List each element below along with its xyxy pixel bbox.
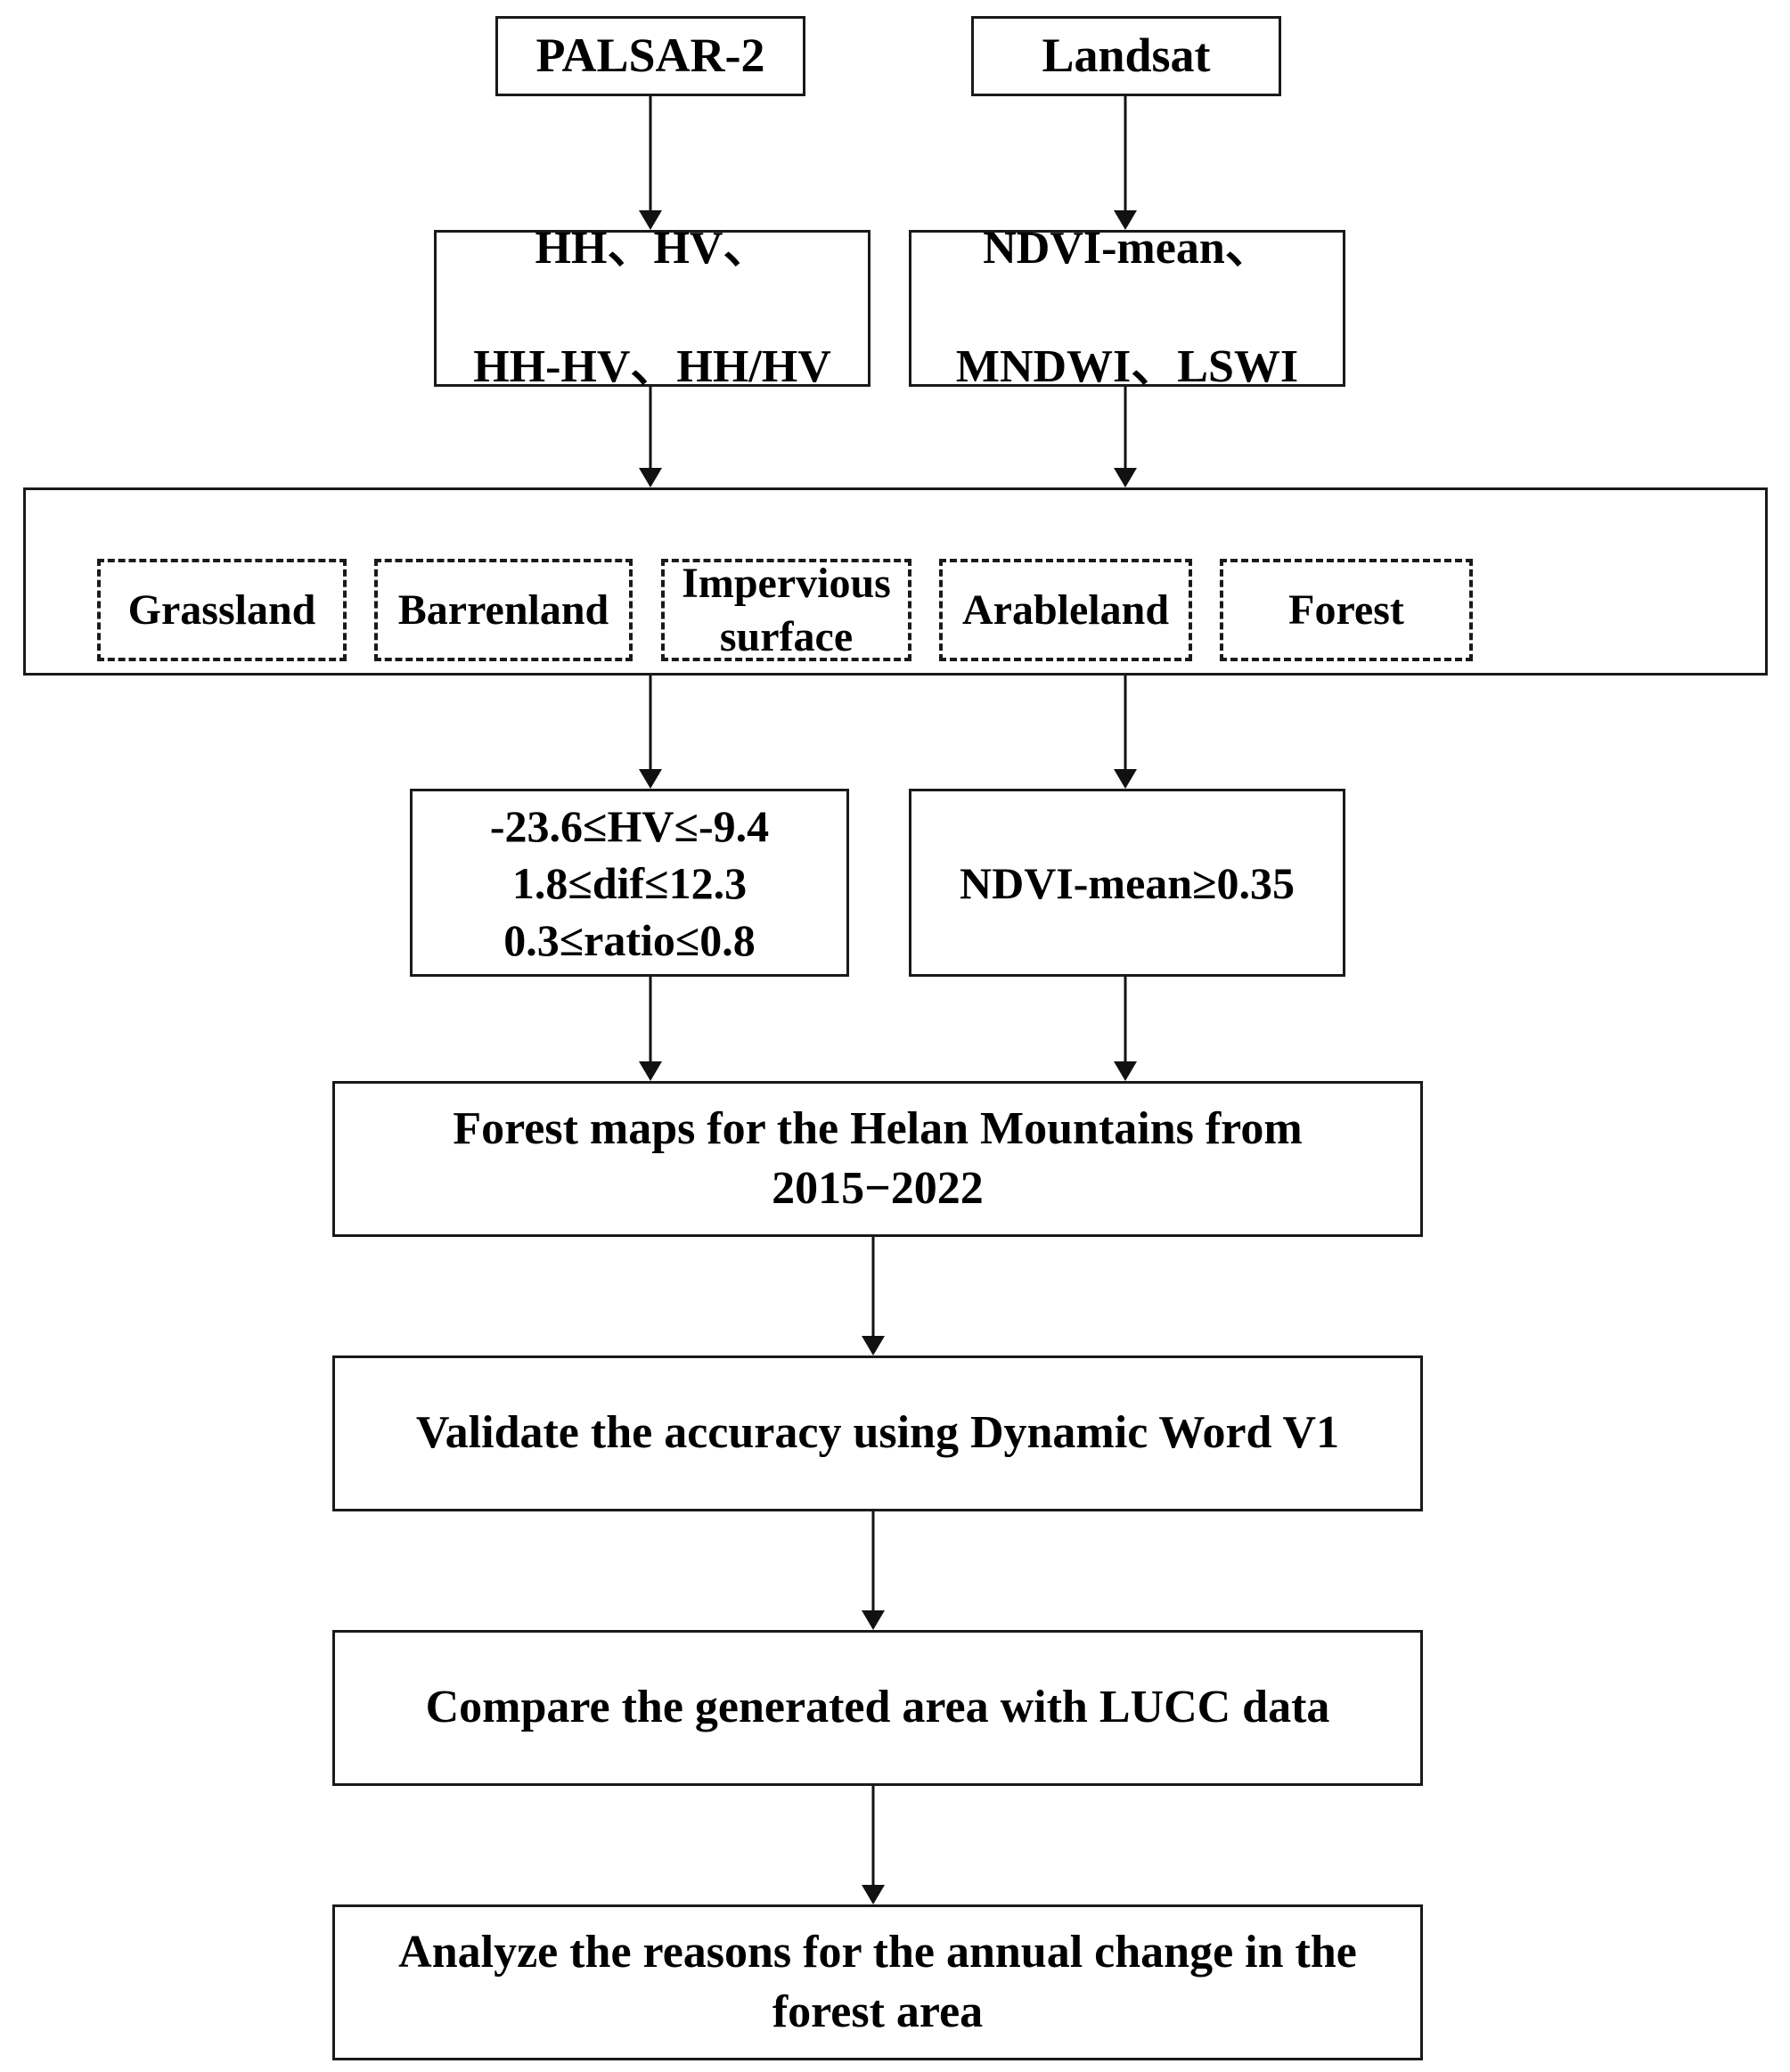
class-barrenland-label: Barrenland (397, 586, 609, 634)
optical-features-line2: MNDWI、LSWI (955, 341, 1299, 393)
land-cover-classes-container: Grassland Barrenland Impervious surface … (23, 487, 1768, 676)
sar-features-line1: HH、HV、 (535, 223, 770, 274)
class-impervious-surface[interactable]: Impervious surface (661, 559, 911, 661)
node-forest-maps[interactable]: Forest maps for the Helan Mountains from… (332, 1081, 1423, 1237)
analyze-reasons-line2: forest area (772, 1986, 984, 2037)
class-grassland[interactable]: Grassland (97, 559, 347, 661)
analyze-reasons-line1: Analyze the reasons for the annual chang… (398, 1926, 1357, 1978)
arrow-sar-threshold-to-forest-maps (638, 977, 663, 1081)
arrow-classes-to-ndvi-threshold (1113, 676, 1138, 789)
arrow-optical-features-to-classes (1113, 387, 1138, 487)
sar-threshold-line3: 0.3≤ratio≤0.8 (503, 914, 756, 965)
arrow-ndvi-threshold-to-forest-maps (1113, 977, 1138, 1081)
node-sar-threshold[interactable]: -23.6≤HV≤-9.4 1.8≤dif≤12.3 0.3≤ratio≤0.8 (410, 789, 849, 977)
class-forest-label: Forest (1288, 586, 1404, 634)
node-sar-features[interactable]: HH、HV、 HH-HV、HH/HV (434, 223, 870, 392)
node-ndvi-threshold[interactable]: NDVI-mean≥0.35 (909, 789, 1345, 977)
class-impervious-surface-label: Impervious surface (682, 559, 891, 660)
arrow-validate-to-compare (861, 1511, 886, 1630)
class-barrenland[interactable]: Barrenland (374, 559, 633, 661)
class-grassland-label: Grassland (127, 586, 316, 634)
arrow-compare-to-analyze (861, 1786, 886, 1904)
node-landsat-label: Landsat (1042, 29, 1211, 83)
sar-threshold-line1: -23.6≤HV≤-9.4 (489, 800, 770, 851)
node-analyze-reasons[interactable]: Analyze the reasons for the annual chang… (332, 1904, 1423, 2060)
node-compare-lucc[interactable]: Compare the generated area with LUCC dat… (332, 1630, 1423, 1786)
sar-threshold-line2: 1.8≤dif≤12.3 (511, 857, 748, 908)
class-forest[interactable]: Forest (1220, 559, 1473, 661)
node-optical-features[interactable]: NDVI-mean、 MNDWI、LSWI (909, 223, 1345, 392)
class-arableland[interactable]: Arableland (939, 559, 1192, 661)
validate-accuracy-label: Validate the accuracy using Dynamic Word… (415, 1407, 1340, 1459)
node-palsar2-label: PALSAR-2 (535, 29, 765, 83)
forest-maps-line1: Forest maps for the Helan Mountains from (453, 1102, 1303, 1154)
class-arableland-label: Arableland (961, 586, 1170, 634)
sar-features-line2: HH-HV、HH/HV (473, 341, 831, 393)
arrow-sar-features-to-classes (638, 387, 663, 487)
node-validate-accuracy[interactable]: Validate the accuracy using Dynamic Word… (332, 1355, 1423, 1511)
arrow-forest-maps-to-validate (861, 1237, 886, 1355)
forest-maps-line2: 2015−2022 (772, 1162, 984, 1214)
node-landsat[interactable]: Landsat (971, 16, 1281, 96)
ndvi-threshold-label: NDVI-mean≥0.35 (959, 857, 1296, 908)
arrow-classes-to-sar-threshold (638, 676, 663, 789)
node-palsar2[interactable]: PALSAR-2 (495, 16, 805, 96)
optical-features-line1: NDVI-mean、 (983, 223, 1271, 274)
compare-lucc-label: Compare the generated area with LUCC dat… (425, 1682, 1330, 1733)
arrow-palsar2-to-sar-features (638, 96, 663, 230)
arrow-landsat-to-optical-features (1113, 96, 1138, 230)
